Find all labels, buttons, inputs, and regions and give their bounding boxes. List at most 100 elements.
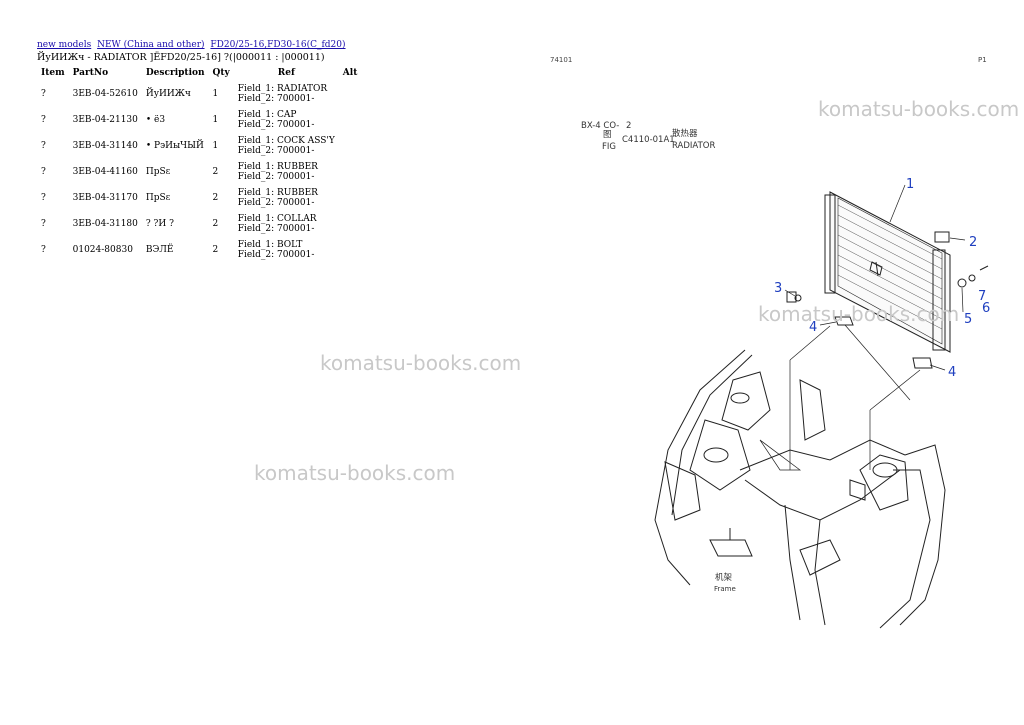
cell-item: ? [41, 193, 46, 203]
radiator-drawing [786, 191, 989, 369]
cell-description: • ё3 [145, 115, 166, 125]
ref-field-2: Field_2: 700001- [237, 146, 315, 156]
page-title: ЙуИИЖч - RADIATOR ]ЁFD20/25-16] ?(|00001… [37, 52, 325, 63]
cell-alt [339, 81, 362, 107]
ref-field-1: Field_1: CAP [237, 110, 297, 120]
cell-alt [339, 185, 362, 211]
callout-5: 5 [964, 312, 972, 327]
parts-diagram: 74101 P1 BX-4 CO- 2 图 FIG C4110-01A1 散热器… [550, 56, 990, 629]
cell-qty: 2 [212, 167, 219, 177]
cell-item: ? [41, 115, 46, 125]
callout-6: 6 [982, 301, 990, 316]
column-header-description: Description [145, 68, 205, 78]
cell-partno: 3EB-04-41160 [72, 167, 138, 177]
cell-item: ? [41, 219, 46, 229]
ref-field-1: Field_1: RADIATOR [237, 84, 328, 94]
table-row: ? 3EB-04-31140 • РэИыЧЫЙ 1 Field_1: COCK… [37, 133, 361, 159]
cell-qty: 1 [212, 141, 219, 151]
cell-partno: 3EB-04-31170 [72, 193, 138, 203]
cell-qty: 2 [212, 219, 219, 229]
column-header-alt: Alt [342, 68, 358, 78]
diagram-fig-label: FIG [602, 142, 616, 152]
ref-field-2: Field_2: 700001- [237, 198, 315, 208]
ref-field-1: Field_1: COCK ASS'Y [237, 136, 335, 146]
cell-qty: 1 [212, 115, 219, 125]
callout-1: 1 [906, 177, 914, 192]
cell-description: ПрSε [145, 193, 171, 203]
cell-item: ? [41, 167, 46, 177]
cell-partno: 3EB-04-52610 [72, 89, 138, 99]
ref-field-1: Field_1: BOLT [237, 240, 303, 250]
callout-4a: 4 [809, 320, 817, 335]
cell-qty: 2 [212, 193, 219, 203]
callout-7: 7 [978, 289, 986, 304]
cell-item: ? [41, 89, 46, 99]
cell-qty: 2 [212, 245, 219, 255]
cell-alt [339, 237, 362, 263]
table-header-row: Item PartNo Description Qty Ref Alt [37, 65, 361, 81]
cell-description: ВЭЛЁ [145, 245, 174, 255]
cell-partno: 3EB-04-21130 [72, 115, 138, 125]
diagram-corner-page: P1 [978, 56, 987, 64]
breadcrumb: new models NEW (China and other) FD20/25… [37, 40, 349, 50]
cell-partno: 3EB-04-31180 [72, 219, 138, 229]
ref-field-2: Field_2: 700001- [237, 224, 315, 234]
column-header-item: Item [41, 68, 65, 78]
cell-description: • РэИыЧЫЙ [145, 141, 204, 151]
leader-lines [784, 184, 966, 470]
callout-labels: 1 2 3 4 4 5 6 7 [774, 177, 990, 380]
ref-field-2: Field_2: 700001- [237, 94, 315, 104]
parts-table: Item PartNo Description Qty Ref Alt ? 3E… [37, 65, 361, 263]
column-header-ref: Ref [277, 68, 295, 78]
cell-alt [339, 133, 362, 159]
ref-field-1: Field_1: COLLAR [237, 214, 317, 224]
cell-alt [339, 107, 362, 133]
cell-description: ЙуИИЖч [145, 89, 191, 99]
diagram-header-num: 2 [626, 121, 631, 131]
breadcrumb-link-new-china[interactable]: NEW (China and other) [97, 40, 205, 50]
diagram-fig-code: C4110-01A1 [622, 135, 675, 145]
cell-qty: 1 [212, 89, 219, 99]
table-row: ? 3EB-04-52610 ЙуИИЖч 1 Field_1: RADIATO… [37, 81, 361, 107]
column-header-partno: PartNo [72, 68, 109, 78]
watermark: komatsu-books.com [254, 461, 456, 485]
callout-3: 3 [774, 281, 782, 296]
diagram-frame-cn: 机架 [715, 572, 733, 583]
callout-4b: 4 [948, 365, 956, 380]
cell-partno: 3EB-04-31140 [72, 141, 138, 151]
cell-item: ? [41, 141, 46, 151]
callout-2: 2 [969, 235, 977, 250]
diagram-title-cn: 散热器 [672, 128, 698, 139]
cell-alt [339, 211, 362, 237]
diagram-title-en: RADIATOR [672, 141, 715, 151]
ref-field-2: Field_2: 700001- [237, 250, 315, 260]
breadcrumb-link-new-models[interactable]: new models [37, 40, 92, 50]
cell-description: ? ?И ? [145, 219, 174, 229]
ref-field-2: Field_2: 700001- [237, 172, 315, 182]
ref-field-1: Field_1: RUBBER [237, 188, 318, 198]
cell-description: ПрSε [145, 167, 171, 177]
watermark: komatsu-books.com [818, 97, 1020, 121]
frame-drawing [654, 349, 946, 629]
breadcrumb-link-model[interactable]: FD20/25-16,FD30-16(C_fd20) [210, 40, 346, 50]
cell-partno: 01024-80830 [72, 245, 133, 255]
diagram-frame-en: Frame [714, 585, 736, 593]
watermark: komatsu-books.com [758, 302, 960, 326]
cell-item: ? [41, 245, 46, 255]
watermark: komatsu-books.com [320, 351, 522, 375]
cell-alt [339, 159, 362, 185]
diagram-header-code: BX-4 CO- [581, 121, 619, 131]
ref-field-2: Field_2: 700001- [237, 120, 315, 130]
